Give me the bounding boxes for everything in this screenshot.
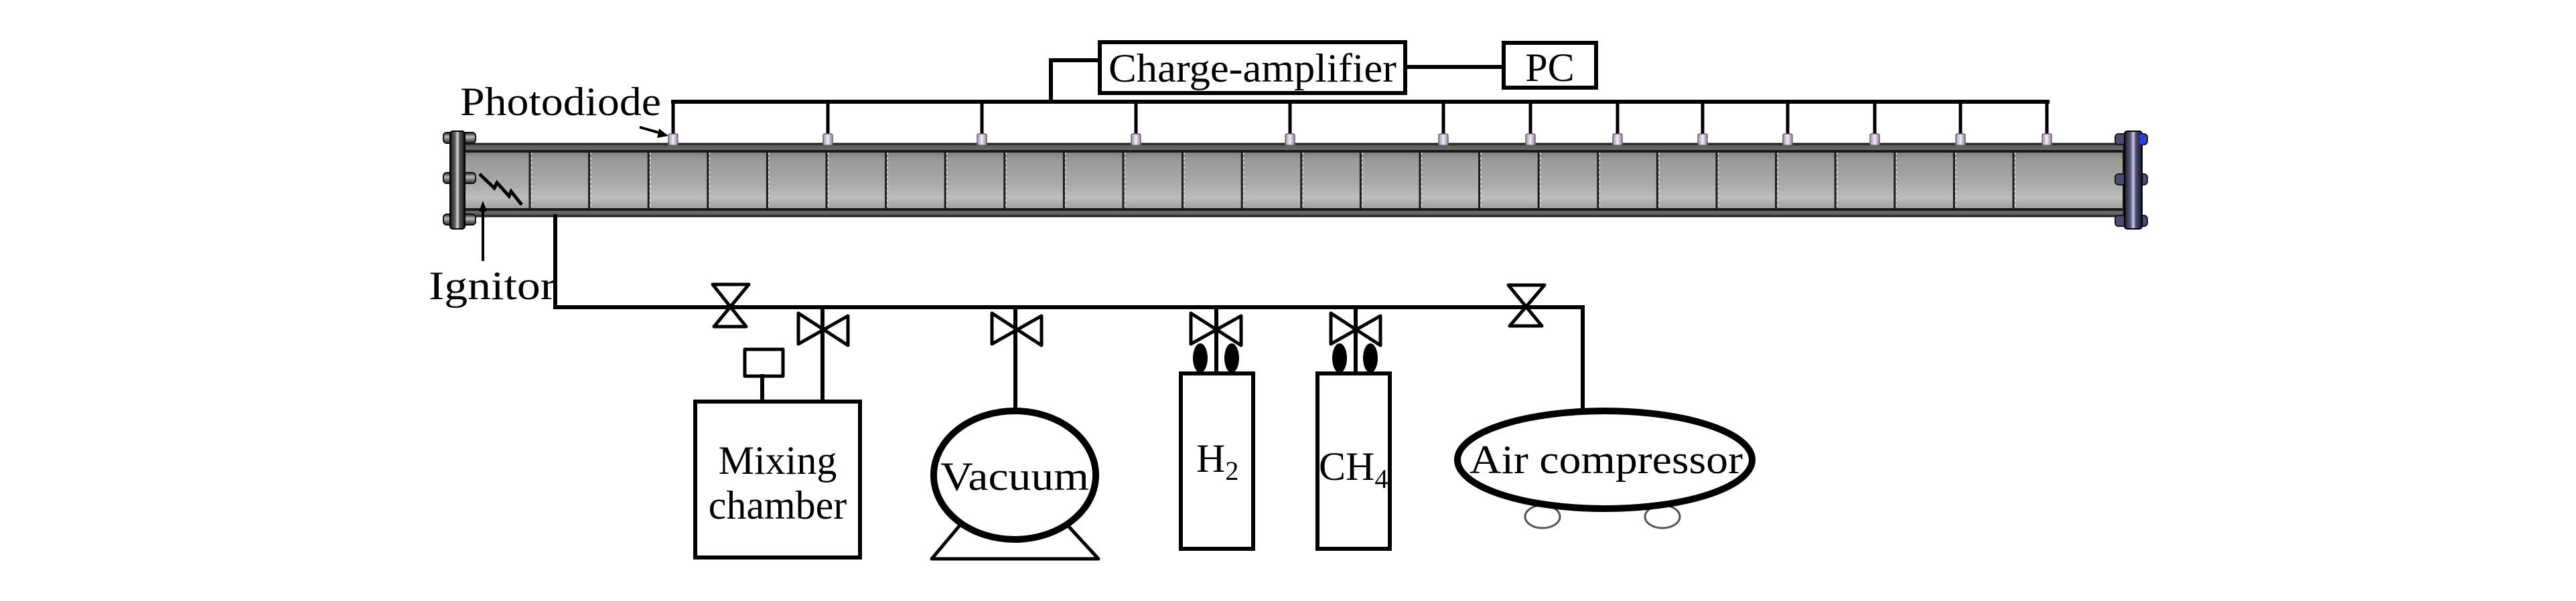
mixing-chamber-box bbox=[693, 400, 862, 560]
photodiode-sensor bbox=[822, 133, 833, 146]
air-compressor: Air compressor bbox=[1454, 408, 1756, 529]
left-flange bbox=[443, 131, 476, 230]
ch4-cylinder-branch: CH4 bbox=[1315, 305, 1392, 551]
photodiode-wires bbox=[671, 102, 2049, 135]
photodiode-sensor bbox=[2042, 133, 2052, 146]
ignitor-arrowhead bbox=[479, 201, 487, 211]
flange-plate bbox=[2124, 131, 2143, 230]
signal-chain: Charge-amplifier PC bbox=[671, 40, 2050, 135]
flange-marker bbox=[2139, 134, 2145, 139]
photodiode-sensor bbox=[1955, 133, 1966, 146]
annotations: Photodiode Ignitor bbox=[429, 80, 668, 308]
h2-cylinder bbox=[1179, 371, 1255, 551]
valve-icon bbox=[1329, 311, 1382, 347]
charge-amplifier-label: Charge-amplifier bbox=[1108, 46, 1397, 90]
photodiodes bbox=[668, 133, 2052, 146]
photodiode-sensor bbox=[1525, 133, 1536, 146]
photodiode-arrowhead bbox=[657, 128, 668, 138]
h2-label-main: H bbox=[1196, 436, 1225, 481]
cylinder-regulator-knob bbox=[1193, 343, 1208, 373]
valve-icon bbox=[796, 311, 850, 347]
h2-label-subscript: 2 bbox=[1225, 456, 1238, 486]
vacuum-label: Vacuum bbox=[940, 454, 1089, 499]
gas-supply-piping: Mixing chamber Vacuum H2 bbox=[553, 214, 1756, 561]
photodiode-sensor bbox=[1612, 133, 1623, 146]
h2-cylinder-branch: H2 bbox=[1179, 305, 1255, 551]
ch4-label-subscript: 4 bbox=[1374, 464, 1388, 494]
pc-label: PC bbox=[1525, 46, 1574, 90]
inline-valve-left bbox=[711, 282, 751, 329]
tube-segment-dividers bbox=[528, 153, 2016, 209]
ignitor-label: Ignitor bbox=[429, 264, 556, 308]
flange-plate bbox=[449, 131, 466, 230]
mixing-chamber-label-line2: chamber bbox=[709, 483, 847, 527]
main-supply-pipe bbox=[553, 214, 1585, 412]
valve-icon bbox=[1506, 283, 1547, 328]
ignitor-spark-icon bbox=[478, 173, 523, 206]
photodiode-sensor bbox=[1285, 133, 1295, 146]
inline-valve-right bbox=[1506, 283, 1547, 328]
photodiode-sensor bbox=[1131, 133, 1141, 146]
ch4-label: CH4 bbox=[1319, 444, 1388, 494]
air-compressor-label: Air compressor bbox=[1470, 438, 1743, 482]
pressure-gauge-box bbox=[743, 347, 785, 378]
cylinder-regulator-knob bbox=[1363, 343, 1378, 373]
pc: PC bbox=[1502, 41, 1598, 90]
tube-inner-body bbox=[463, 150, 2125, 211]
photodiode-sensor bbox=[1782, 133, 1793, 146]
cylinder-regulator-knob bbox=[1332, 343, 1347, 373]
vacuum-pump-body bbox=[930, 408, 1099, 543]
valve-icon bbox=[1189, 311, 1243, 347]
photodiode-label: Photodiode bbox=[460, 80, 661, 124]
photodiode-sensor bbox=[1438, 133, 1449, 146]
right-flange bbox=[2115, 131, 2148, 230]
valve-icon bbox=[711, 282, 751, 329]
h2-label: H2 bbox=[1196, 436, 1238, 486]
flange-marker bbox=[2139, 139, 2145, 145]
vacuum-pump-branch: Vacuum bbox=[930, 305, 1100, 561]
valve-icon bbox=[990, 311, 1044, 347]
photodiode-sensor bbox=[1697, 133, 1708, 146]
photodiode-sensor bbox=[668, 133, 678, 146]
charge-amplifier: Charge-amplifier bbox=[1098, 40, 1407, 95]
bus-to-amplifier-wire bbox=[1049, 58, 1102, 104]
cylinder-regulator-knob bbox=[1224, 343, 1239, 373]
detonation-tube bbox=[443, 131, 2148, 230]
mixing-chamber-branch: Mixing chamber bbox=[693, 305, 862, 560]
ch4-cylinder bbox=[1315, 371, 1392, 551]
photodiode-sensor bbox=[977, 133, 987, 146]
photodiode-sensor bbox=[1869, 133, 1880, 146]
pc-box bbox=[1502, 41, 1598, 90]
mixing-chamber-label-line1: Mixing bbox=[719, 438, 837, 483]
compressor-tank bbox=[1454, 408, 1756, 512]
ch4-label-main: CH bbox=[1319, 444, 1374, 489]
